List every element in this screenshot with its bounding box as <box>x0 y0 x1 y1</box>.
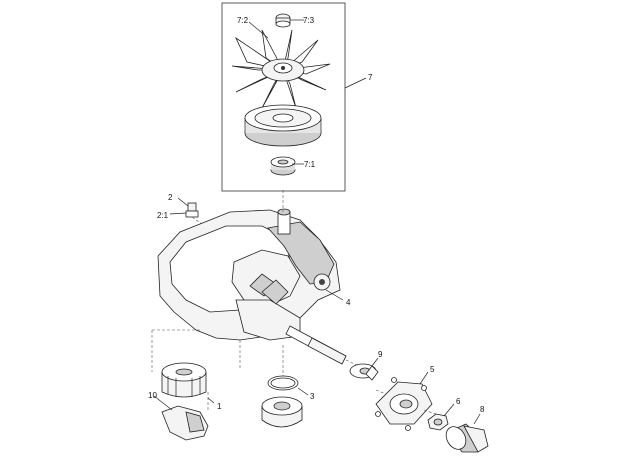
callout-6: 6 <box>456 397 461 406</box>
oil-filter-part <box>151 329 207 398</box>
fan-assembly-box <box>221 2 346 192</box>
callout-4: 4 <box>346 298 351 307</box>
end-cap-part <box>445 423 489 453</box>
hub-nut-part <box>427 413 449 431</box>
thrust-washer-part <box>349 363 379 381</box>
mounting-bracket-part <box>161 392 209 441</box>
callout-3: 3 <box>310 392 315 401</box>
wheel-hub-part <box>375 377 437 431</box>
callout-5: 5 <box>430 365 435 374</box>
callout-7: 7 <box>368 73 373 82</box>
callout-1: 1 <box>217 402 222 411</box>
pulley-part <box>244 104 322 147</box>
callout-7-3: 7:3 <box>303 16 315 25</box>
cooling-fan-part <box>231 29 331 109</box>
callout-2: 2 <box>168 193 173 202</box>
filter-adapter-part <box>261 345 303 428</box>
axle-shaft-part <box>285 325 373 373</box>
callout-7-1: 7:1 <box>304 160 316 169</box>
callout-2-1: 2:1 <box>157 211 169 220</box>
fan-nut-part <box>275 13 291 28</box>
callout-9: 9 <box>378 350 383 359</box>
transaxle-housing-part <box>157 208 341 341</box>
fan-hub-part <box>270 156 296 176</box>
callout-7-2: 7:2 <box>237 16 249 25</box>
callout-10: 10 <box>148 391 157 400</box>
callout-8: 8 <box>480 405 485 414</box>
leader-lines <box>153 19 481 425</box>
